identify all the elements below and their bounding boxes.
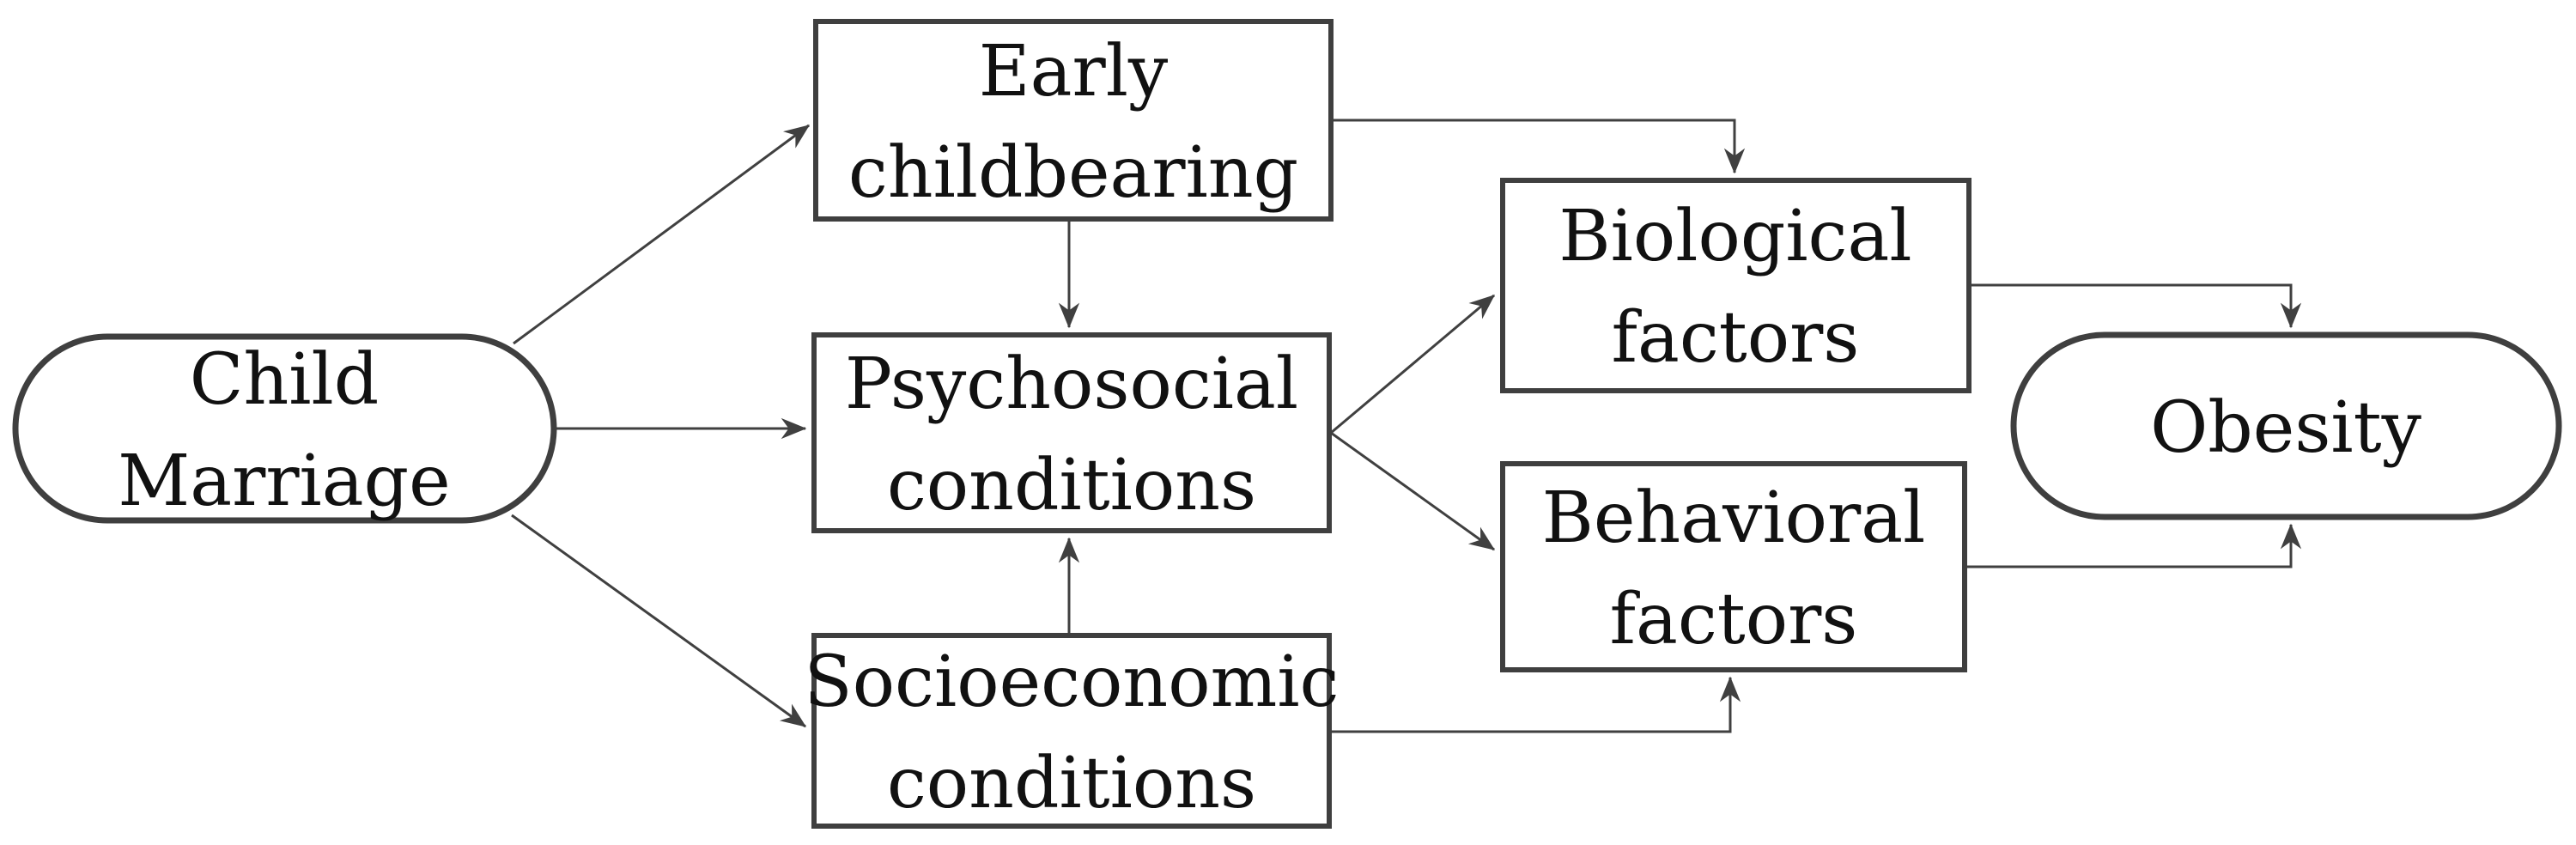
label-early-childbearing-line2: childbearing xyxy=(848,132,1298,214)
node-biological-factors: Biological factors xyxy=(1500,178,1971,393)
edge-child-marriage-to-socioeconomic xyxy=(511,514,807,728)
edge-psychosocial-to-biological xyxy=(1330,294,1496,435)
label-biological-line1: Biological xyxy=(1558,196,1911,277)
label-early-childbearing-line1: Early xyxy=(979,31,1169,112)
edge-psychosocial-to-behavioral xyxy=(1330,431,1496,551)
label-socioeconomic-line1: Socioeconomic xyxy=(805,641,1340,723)
label-biological-line2: factors xyxy=(1612,297,1860,379)
label-socioeconomic-line2: conditions xyxy=(887,743,1256,824)
box-psychosocial-conditions xyxy=(811,332,1332,533)
box-biological-factors xyxy=(1500,178,1971,393)
label-psychosocial-line1: Psychosocial xyxy=(845,343,1298,425)
box-early-childbearing xyxy=(813,19,1334,222)
edge-group xyxy=(511,119,2302,733)
edge-socioeconomic-to-behavioral xyxy=(1331,676,1741,733)
label-child-marriage-line2: Marriage xyxy=(118,441,450,522)
label-obesity: Obesity xyxy=(2150,387,2422,469)
edge-early-childbearing-to-biological xyxy=(1333,119,1746,174)
pill-obesity xyxy=(2010,331,2562,520)
label-behavioral-line2: factors xyxy=(1610,579,1858,660)
pill-child-marriage xyxy=(12,333,557,524)
label-child-marriage-line1: Child xyxy=(190,339,380,421)
edge-biological-to-obesity xyxy=(1969,283,2302,329)
node-socioeconomic-conditions: Socioeconomic conditions xyxy=(805,633,1340,829)
node-child-marriage: Child Marriage xyxy=(12,333,557,524)
box-socioeconomic-conditions xyxy=(811,633,1332,829)
edge-child-marriage-to-early-childbearing xyxy=(513,124,811,345)
node-early-childbearing: Early childbearing xyxy=(813,19,1334,222)
label-psychosocial-line2: conditions xyxy=(887,445,1256,526)
edge-behavioral-to-obesity xyxy=(1965,523,2302,568)
node-obesity: Obesity xyxy=(2010,331,2562,520)
node-psychosocial-conditions: Psychosocial conditions xyxy=(811,332,1332,533)
label-behavioral-line1: Behavioral xyxy=(1542,477,1926,559)
box-behavioral-factors xyxy=(1500,461,1967,672)
node-behavioral-factors: Behavioral factors xyxy=(1500,461,1967,672)
